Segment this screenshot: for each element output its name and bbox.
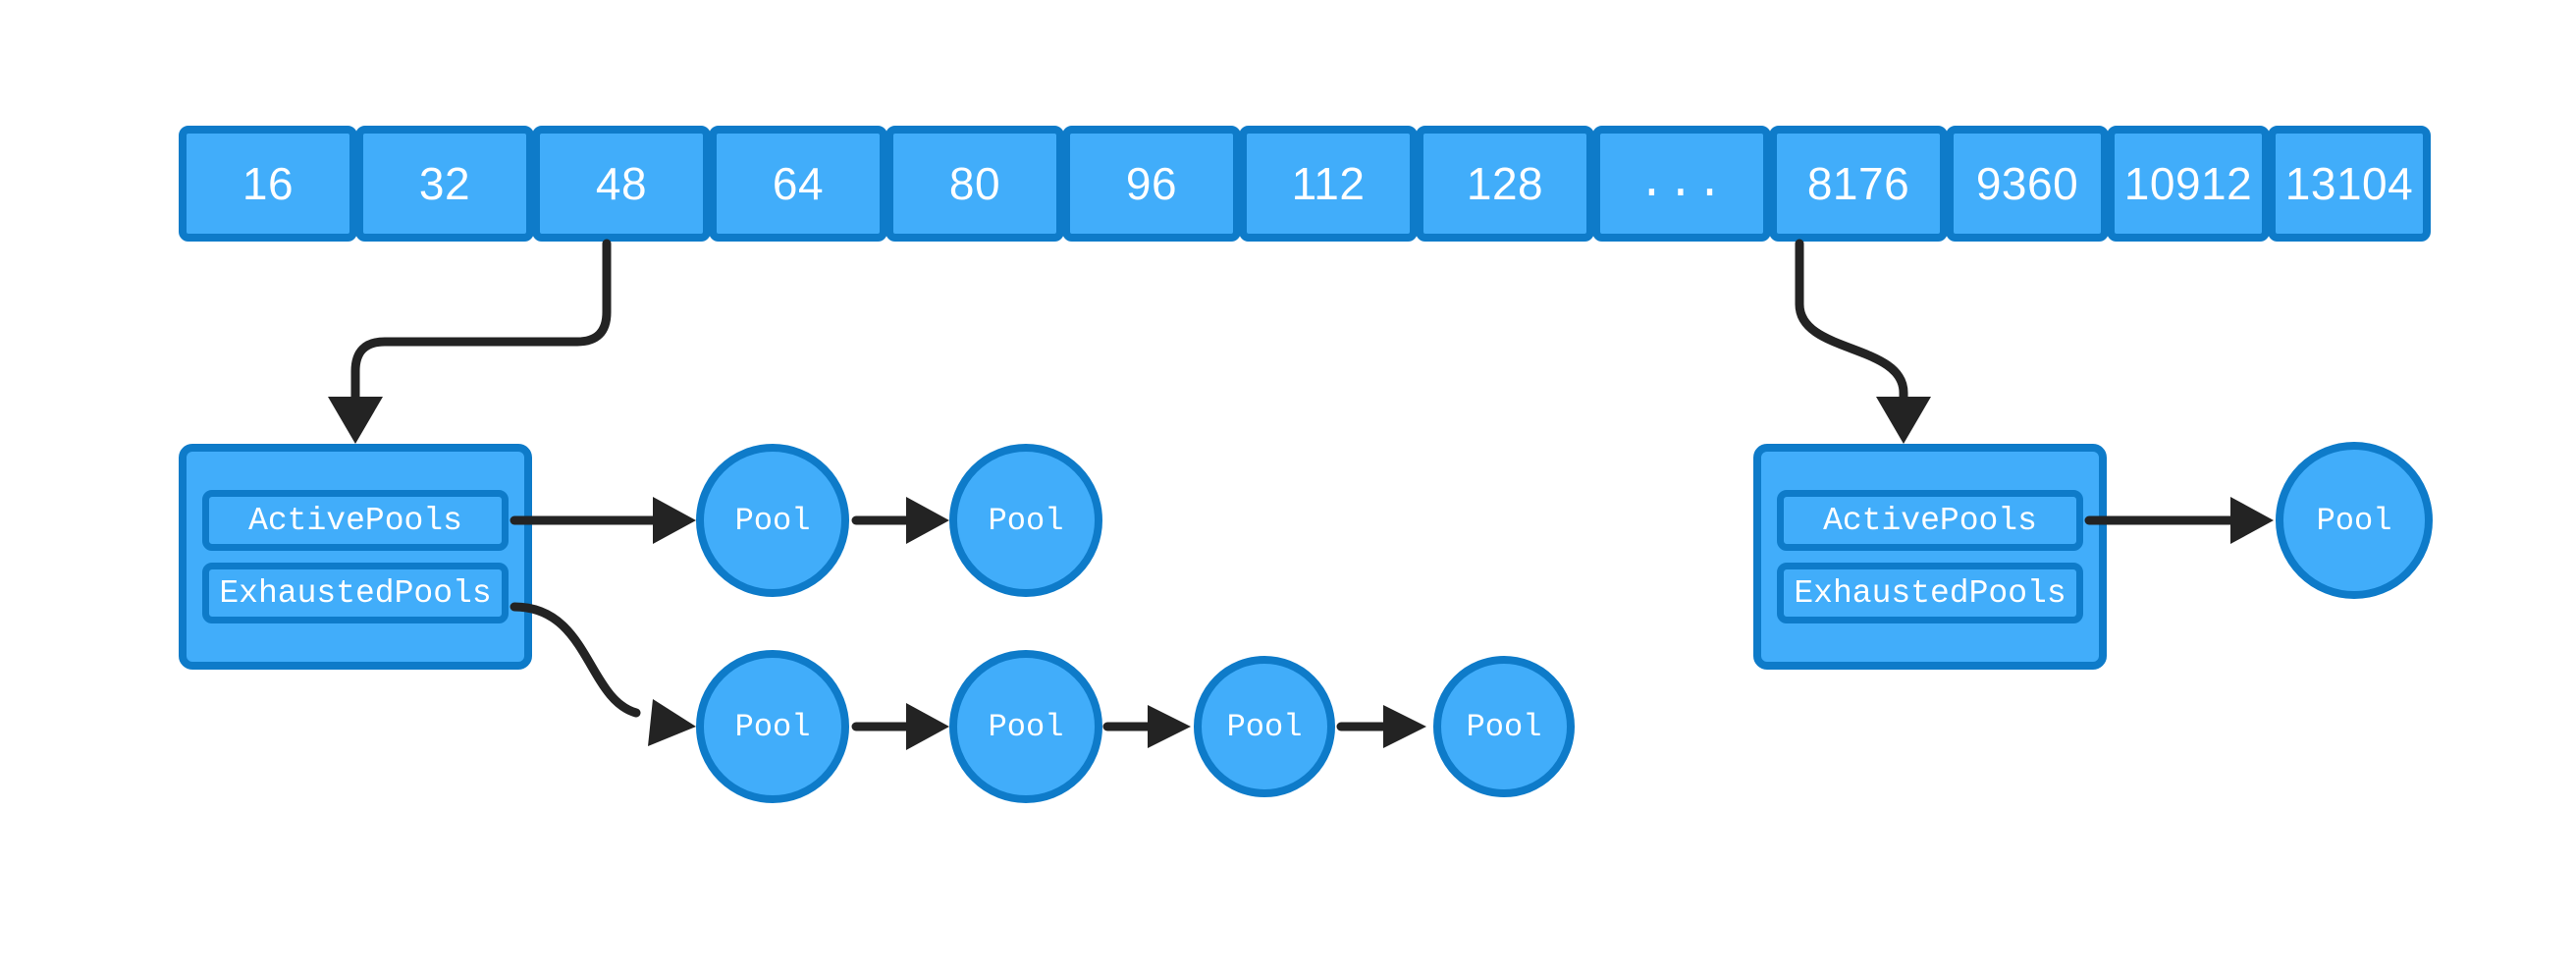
size-class-cell[interactable]: 32 [355,126,534,242]
size-class-cell[interactable]: 96 [1062,126,1241,242]
size-class-cell[interactable]: 9360 [1946,126,2109,242]
size-class-cell[interactable]: 64 [709,126,887,242]
connector-left-exhausted-to-pool1 [510,602,696,746]
pool-circle-exhausted[interactable]: Pool [1194,656,1335,797]
connector-array-8176-to-right-node [1795,239,1931,444]
size-class-cell[interactable]: 80 [886,126,1064,242]
pool-circle-active[interactable]: Pool [2276,442,2433,599]
pool-circle-active[interactable]: Pool [949,444,1102,597]
connector-left-pool1-to-pool2 [851,497,949,544]
size-class-cell[interactable]: 48 [532,126,711,242]
connector-right-active-to-pool1 [2084,497,2274,544]
pool-circle-exhausted[interactable]: Pool [1433,656,1575,797]
size-class-cell[interactable]: 112 [1239,126,1418,242]
connector-array-48-to-left-node [328,239,612,444]
size-class-cell[interactable]: 10912 [2107,126,2270,242]
pool-list-node-left[interactable]: ActivePools ExhaustedPools [179,444,532,670]
pool-circle-exhausted[interactable]: Pool [949,650,1102,803]
connector-left-ex-pool3-to-pool4 [1336,705,1426,748]
size-class-cell[interactable]: 16 [179,126,357,242]
size-class-cell[interactable]: 13104 [2268,126,2431,242]
size-class-cell[interactable]: ... [1592,126,1771,242]
connector-left-ex-pool1-to-pool2 [851,703,949,750]
field-exhausted-pools-left[interactable]: ExhaustedPools [202,563,509,623]
field-exhausted-pools-right[interactable]: ExhaustedPools [1777,563,2083,623]
field-active-pools-left[interactable]: ActivePools [202,490,509,551]
pool-circle-active[interactable]: Pool [696,444,849,597]
pool-list-node-right[interactable]: ActivePools ExhaustedPools [1753,444,2107,670]
size-class-cell[interactable]: 128 [1416,126,1594,242]
size-class-cell[interactable]: 8176 [1769,126,1948,242]
connector-left-active-to-pool1 [510,497,696,544]
pool-circle-exhausted[interactable]: Pool [696,650,849,803]
field-active-pools-right[interactable]: ActivePools [1777,490,2083,551]
connector-left-ex-pool2-to-pool3 [1102,705,1191,748]
